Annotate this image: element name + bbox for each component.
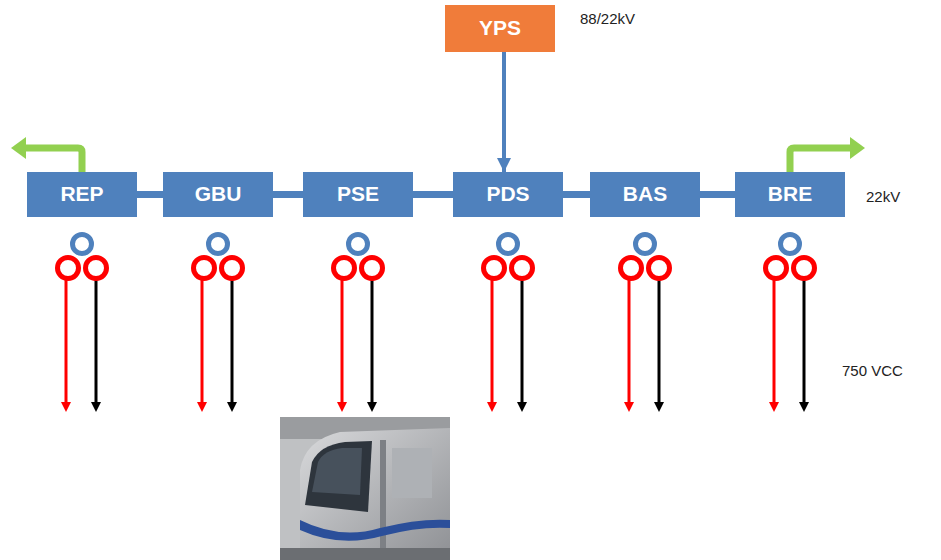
transformer-symbol — [484, 235, 533, 413]
substation-box: PDS — [453, 172, 563, 217]
bus-line — [700, 191, 735, 198]
substation-box: REP — [27, 172, 137, 217]
feed-arrow — [502, 52, 506, 172]
box-label: BAS — [623, 182, 667, 206]
transformer-symbol — [58, 235, 107, 413]
train-photo — [280, 417, 450, 560]
box-label: BRE — [768, 182, 812, 206]
substation-box: BAS — [590, 172, 700, 217]
feeder-arrow — [790, 148, 852, 172]
arrow-head — [850, 137, 865, 159]
box-label: REP — [60, 182, 103, 206]
transformer-symbol — [766, 235, 815, 413]
bus-line — [563, 191, 590, 198]
box-label: PSE — [337, 182, 379, 206]
feeder-arrow — [24, 148, 82, 172]
arrow-head — [11, 137, 26, 159]
voltage-label: 88/22kV — [580, 10, 635, 28]
bus-line — [137, 191, 163, 198]
voltage-label: 750 VCC — [842, 362, 903, 380]
substation-box: GBU — [163, 172, 273, 217]
bus-line — [413, 191, 453, 198]
box-label: YPS — [479, 16, 521, 40]
box-label: PDS — [486, 182, 529, 206]
substation-box: BRE — [735, 172, 845, 217]
transformer-symbol — [621, 235, 670, 413]
box-label: GBU — [195, 182, 242, 206]
transformer-symbol — [334, 235, 383, 413]
transformer-symbol — [194, 235, 243, 413]
voltage-label: 22kV — [866, 188, 900, 206]
source-substation-box: YPS — [445, 5, 555, 52]
substation-box: PSE — [303, 172, 413, 217]
bus-line — [273, 191, 303, 198]
